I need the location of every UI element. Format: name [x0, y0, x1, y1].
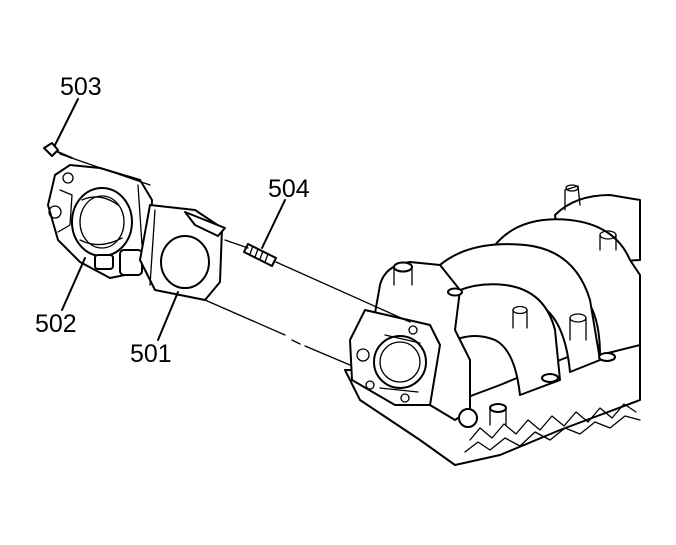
callout-503: 503: [60, 73, 102, 101]
callout-501: 501: [130, 340, 172, 368]
throttle-body-gasket: [139, 204, 226, 301]
intake-manifold: [344, 184, 641, 466]
callout-leaders: [54, 98, 286, 341]
callout-504: 504: [268, 175, 310, 203]
throttle-body-stud: [243, 243, 277, 267]
alignment-lines: [59, 153, 411, 366]
throttle-body-bolt: [43, 142, 73, 159]
throttle-body: [47, 164, 153, 279]
callout-502: 502: [35, 310, 77, 338]
